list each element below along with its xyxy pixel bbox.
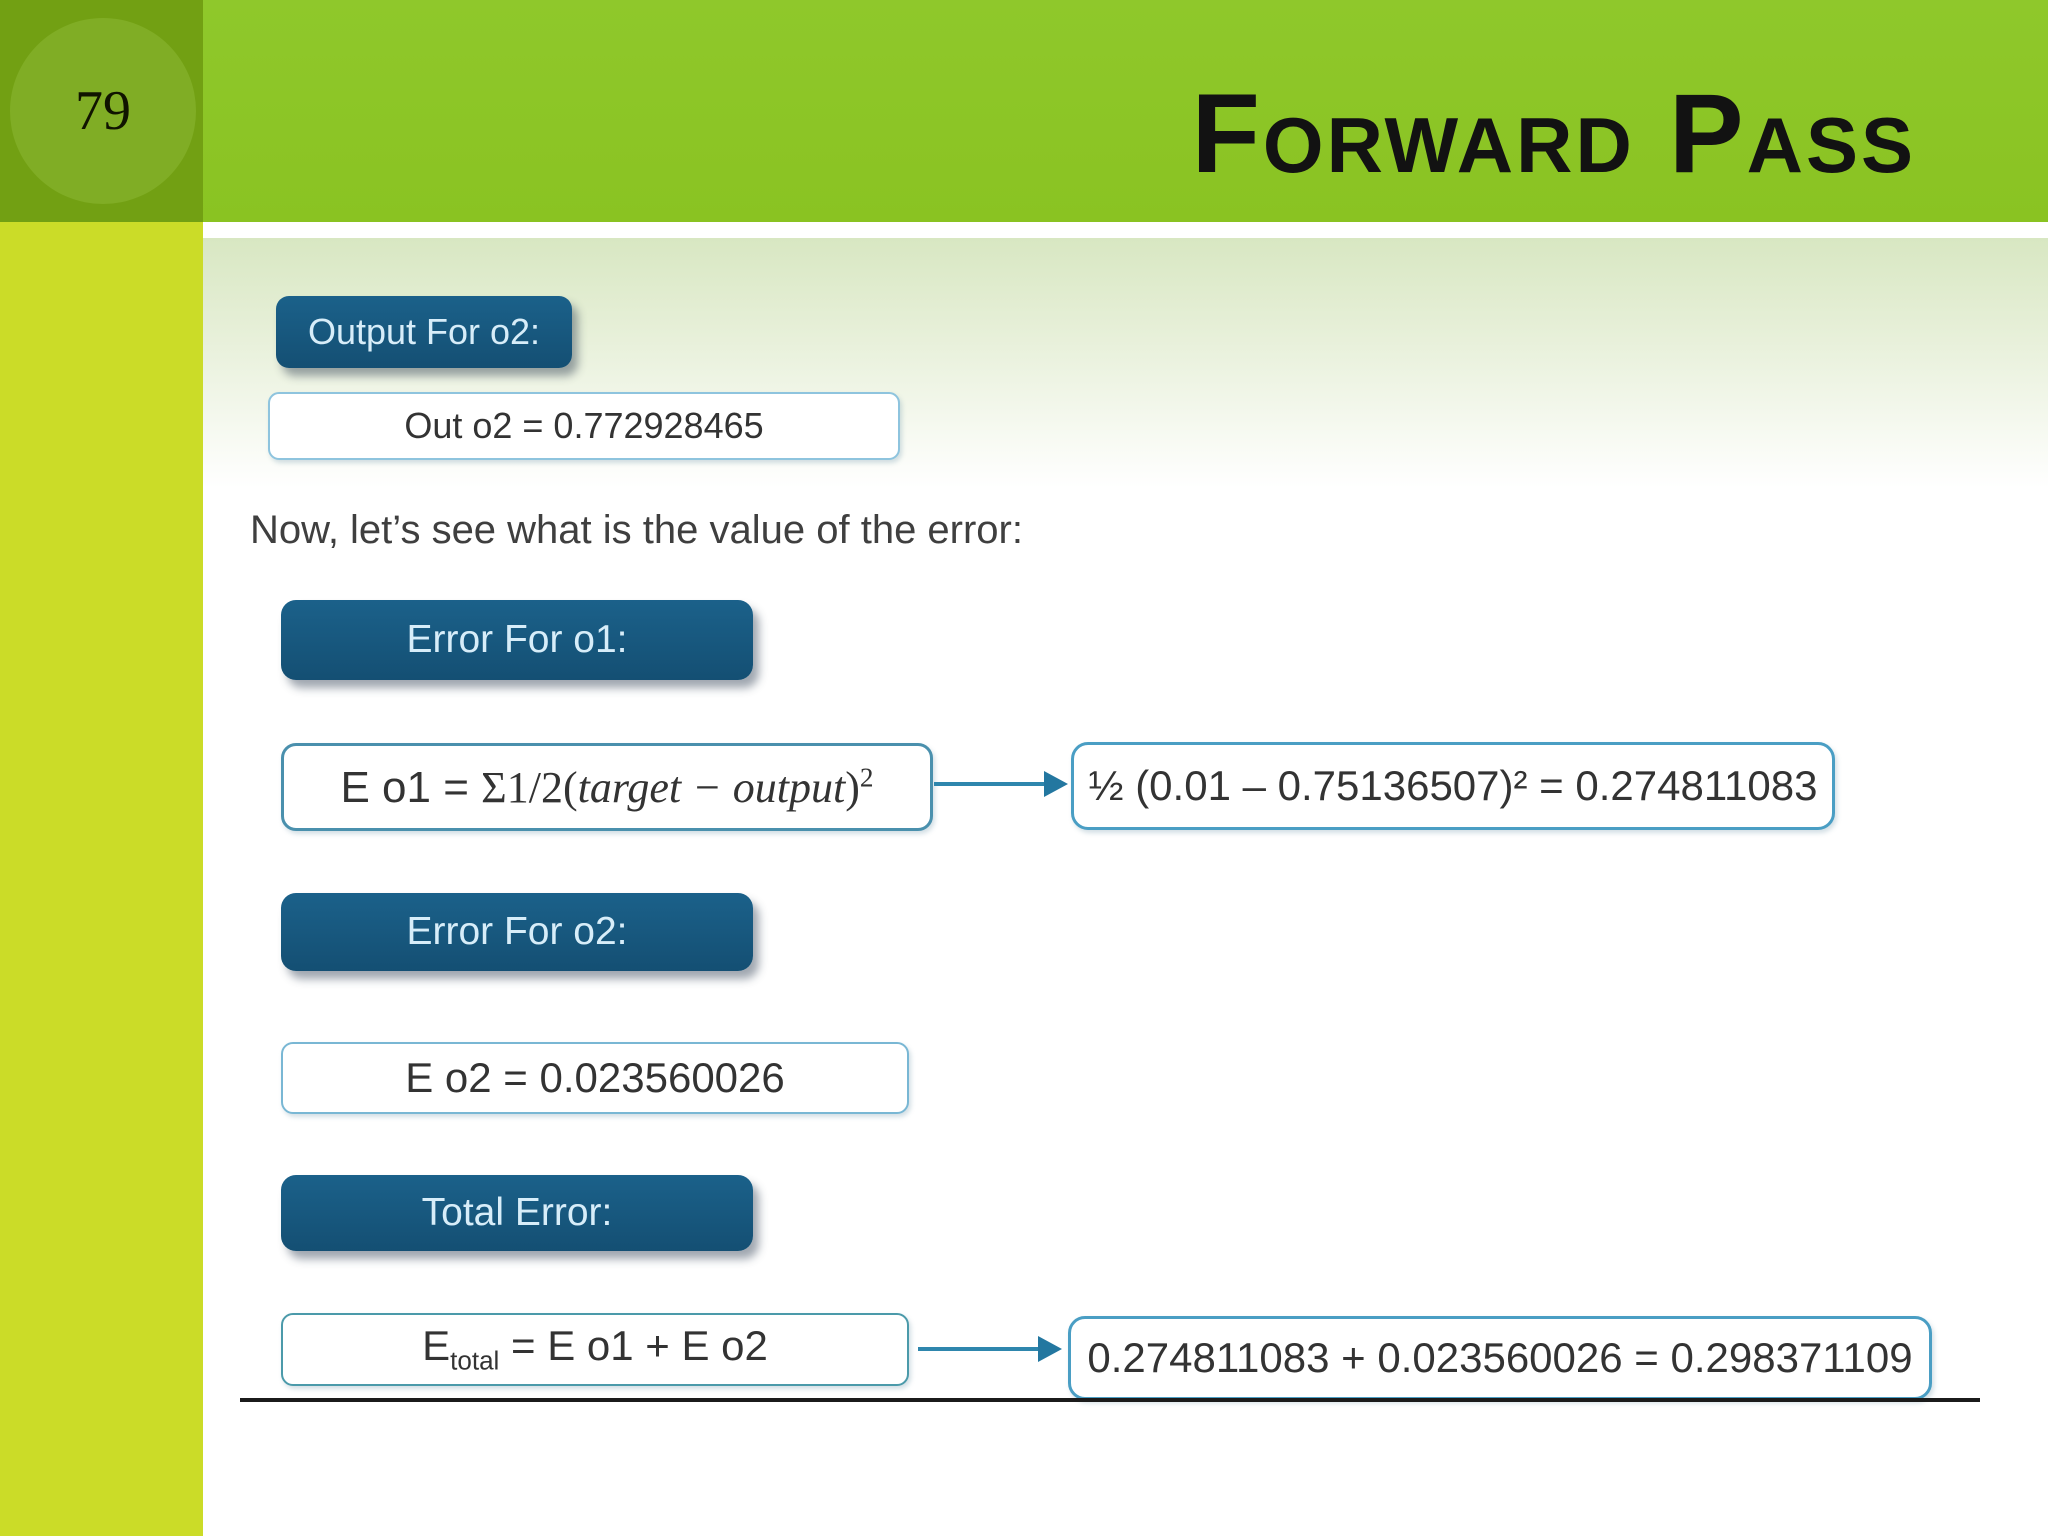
header-divider — [203, 222, 2048, 238]
total-error-header: Total Error: — [281, 1175, 753, 1251]
error-o1-result-box: ½ (0.01 – 0.75136507)² = 0.274811083 — [1071, 742, 1835, 830]
error-o2-value-box: E o2 = 0.023560026 — [281, 1042, 909, 1114]
output-o2-value-box: Out o2 = 0.772928465 — [268, 392, 900, 460]
output-o2-value: Out o2 = 0.772928465 — [404, 405, 764, 446]
slide-number-circle: 79 — [10, 18, 196, 204]
arrow-head-icon — [1044, 771, 1068, 797]
sidebar-accent-bar — [0, 222, 203, 1536]
total-error-result-box: 0.274811083 + 0.023560026 = 0.298371109 — [1068, 1316, 1932, 1400]
total-error-formula: Etotal = E o1 + E o2 — [422, 1322, 768, 1376]
error-o2-value: E o2 = 0.023560026 — [405, 1054, 785, 1101]
output-o2-header-label: Output For o2: — [307, 311, 541, 352]
arrow-head-icon — [1038, 1336, 1062, 1362]
error-o1-result: ½ (0.01 – 0.75136507)² = 0.274811083 — [1088, 762, 1818, 809]
error-o2-header: Error For o2: — [281, 893, 753, 971]
bottom-divider-line — [240, 1398, 1980, 1402]
arrow-shaft — [918, 1347, 1042, 1351]
page-title: Forward Pass — [1191, 71, 1916, 196]
total-error-formula-box: Etotal = E o1 + E o2 — [281, 1313, 909, 1386]
slide-number-block: 79 — [0, 0, 203, 222]
error-o1-formula: E o1 = Σ1/2(target − output)2 — [340, 761, 874, 812]
output-o2-header: Output For o2: — [276, 296, 572, 368]
intro-sentence: Now, let’s see what is the value of the … — [250, 508, 1023, 552]
total-error-header-label: Total Error: — [421, 1191, 613, 1234]
total-error-result: 0.274811083 + 0.023560026 = 0.298371109 — [1087, 1334, 1913, 1381]
error-o1-header-label: Error For o1: — [406, 618, 628, 661]
flow-arrow — [918, 1336, 1062, 1362]
slide-number: 79 — [75, 80, 131, 142]
header-band — [0, 0, 2048, 222]
error-o1-formula-box: E o1 = Σ1/2(target − output)2 — [281, 743, 933, 831]
error-o1-header: Error For o1: — [281, 600, 753, 680]
error-o2-header-label: Error For o2: — [406, 910, 628, 953]
flow-arrow — [934, 771, 1068, 797]
arrow-shaft — [934, 782, 1048, 786]
